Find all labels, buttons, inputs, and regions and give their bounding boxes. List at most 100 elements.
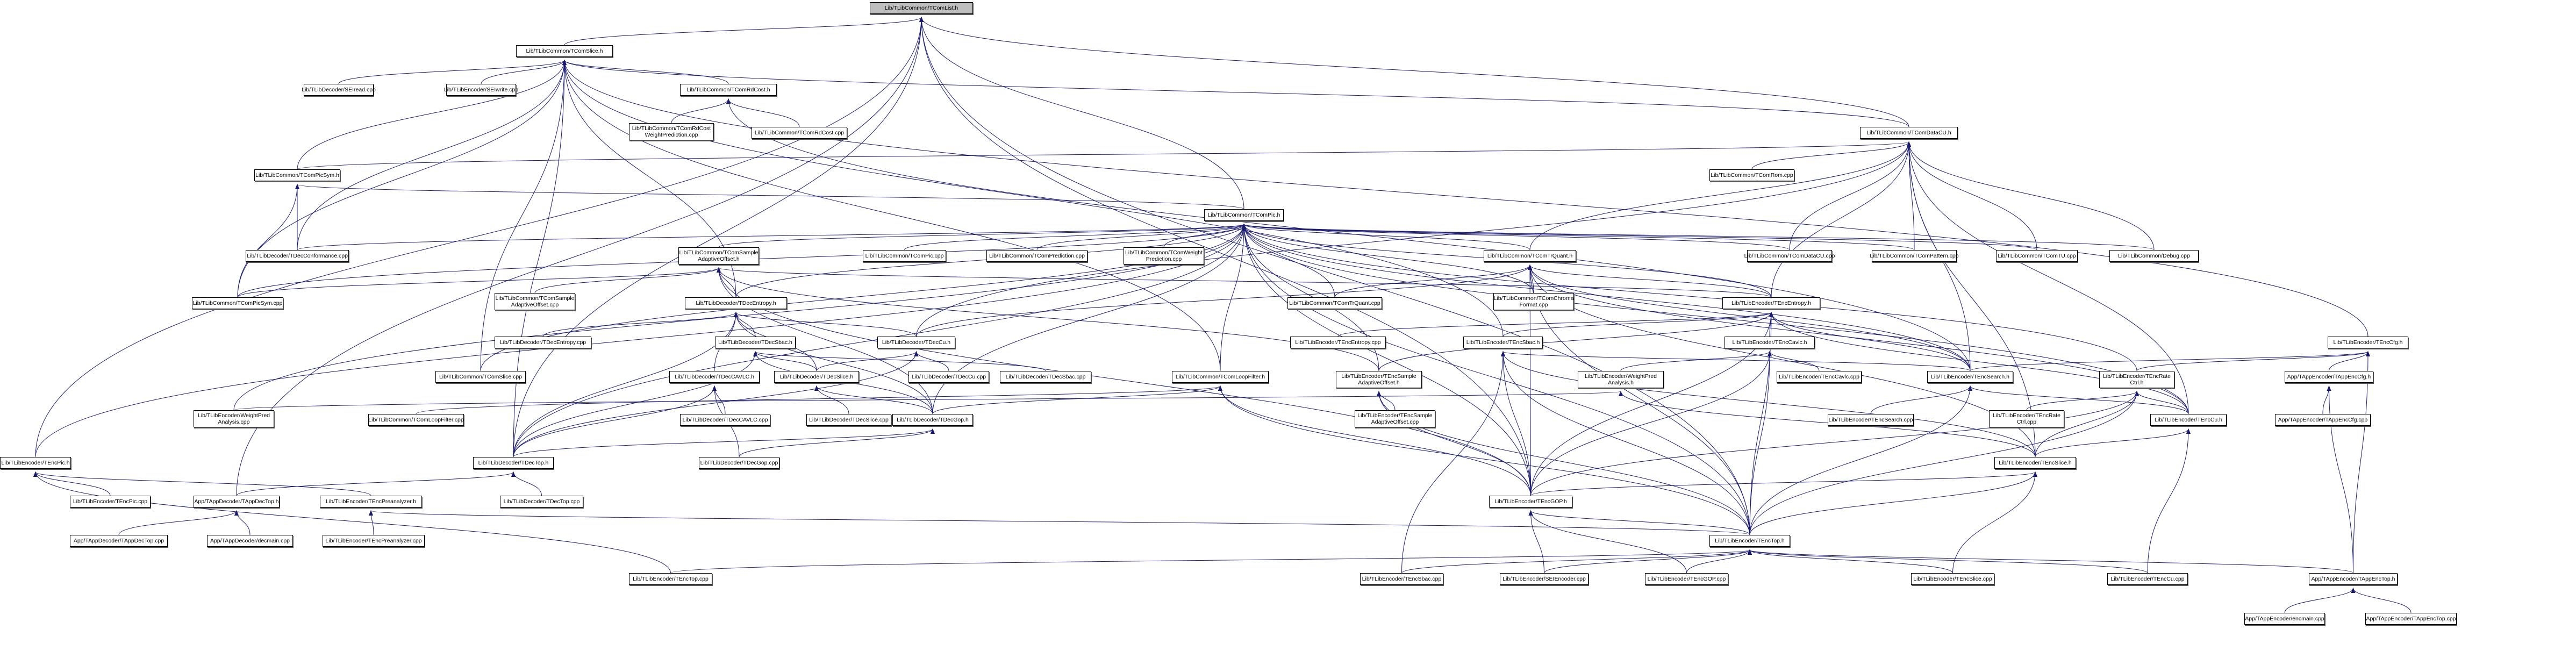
graph-node[interactable]: Lib/TLibCommon/TComPicSym.h [254, 169, 340, 181]
graph-node[interactable]: Lib/TLibEncoder/TEncSample AdaptiveOffse… [1355, 410, 1435, 427]
edge-TEncTop_h-to-TComLoopFilter_h [1218, 385, 1750, 535]
edge-TAppDecTop_h-to-TDecTop_h [236, 471, 516, 496]
graph-node[interactable]: App/TAppDecoder/TAppDecTop.cpp [70, 535, 168, 547]
graph-node[interactable]: Lib/TLibEncoder/SEIEncoder.cpp [1500, 573, 1588, 585]
graph-node[interactable]: Lib/TLibCommon/TComDataCU.cpp [1744, 250, 1835, 262]
graph-node[interactable]: Lib/TLibCommon/TComSlice.h [516, 45, 613, 57]
edge-TEncGOP_cpp-to-TEncGOP_h [1528, 510, 1687, 574]
graph-node[interactable]: Lib/TLibEncoder/TEncSearch.h [1927, 371, 2013, 383]
graph-node[interactable]: Lib/TLibEncoder/TEncSlice.cpp [1911, 573, 1994, 585]
graph-node[interactable]: App/TAppEncoder/TAppEncTop.cpp [2365, 613, 2457, 625]
graph-node[interactable]: Lib/TLibEncoder/TEncCavlc.h [1725, 337, 1815, 348]
graph-node[interactable]: App/TAppEncoder/TAppEncCfg.cpp [2275, 414, 2371, 426]
graph-node[interactable]: Lib/TLibDecoder/TDecEntropy.cpp [495, 337, 591, 348]
edge-TEncCu_h-to-TEncSearch_h [1968, 385, 2189, 414]
graph-node[interactable]: Lib/TLibCommon/TComDataCU.h [1860, 127, 1958, 139]
edge-TEncSlice_cpp-to-TEncSlice_h [1952, 471, 2037, 574]
graph-node[interactable]: Lib/TLibEncoder/TEncSlice.h [1994, 457, 2076, 469]
graph-node[interactable]: Lib/TLibCommon/TComChroma Format.cpp [1493, 293, 1574, 310]
graph-node[interactable]: Lib/TLibCommon/Debug.cpp [2109, 250, 2199, 262]
edge-TEncSlice_cpp-to-TEncTop_h [1748, 549, 1953, 574]
edge-TEncPreanalyzer_h-to-TEncPic_h [33, 471, 371, 496]
graph-node[interactable]: Lib/TLibEncoder/TEncSbac.cpp [1360, 573, 1443, 585]
graph-node[interactable]: Lib/TLibDecoder/TDecCAVLC.cpp [680, 414, 770, 426]
graph-node[interactable]: Lib/TLibEncoder/SEIwrite.cpp [444, 84, 518, 96]
graph-node[interactable]: Lib/TLibEncoder/TEncRate Ctrl.h [2099, 371, 2174, 388]
graph-node[interactable]: Lib/TLibEncoder/TEncCu.cpp [2107, 573, 2188, 585]
graph-node[interactable]: Lib/TLibCommon/TComTU.cpp [1996, 250, 2078, 262]
edge-TComDataCU_cpp-to-TComPic_h [1242, 224, 1790, 251]
graph-node[interactable]: Lib/TLibCommon/TComPic.h [1204, 209, 1284, 221]
graph-node[interactable]: Lib/TLibDecoder/TDecEntropy.h [685, 297, 787, 309]
graph-node[interactable]: Lib/TLibDecoder/TDecCu.cpp [908, 371, 989, 383]
graph-node[interactable]: Lib/TLibDecoder/TDecGop.cpp [699, 457, 779, 469]
graph-node[interactable]: App/TAppEncoder/TAppEncTop.h [2309, 573, 2398, 585]
graph-node[interactable]: Lib/TLibCommon/TComTrQuant.h [1484, 250, 1576, 262]
graph-node[interactable]: Lib/TLibDecoder/TDecSbac.cpp [1000, 371, 1091, 383]
graph-node[interactable]: Lib/TLibCommon/TComLoopFilter.cpp [368, 414, 464, 426]
graph-node[interactable]: Lib/TLibCommon/TComRdCost.h [680, 84, 777, 96]
graph-node[interactable]: Lib/TLibCommon/TComLoopFilter.h [1172, 371, 1269, 383]
graph-node[interactable]: Lib/TLibDecoder/TDecTop.cpp [500, 496, 583, 507]
graph-node[interactable]: App/TAppEncoder/encmain.cpp [2244, 613, 2325, 625]
graph-node[interactable]: Lib/TLibDecoder/TDecGop.h [892, 414, 973, 426]
graph-node[interactable]: Lib/TLibDecoder/TDecTop.h [473, 457, 554, 469]
graph-node[interactable]: Lib/TLibCommon/TComPicSym.cpp [192, 297, 283, 309]
graph-node[interactable]: Lib/TLibEncoder/TEncSample AdaptiveOffse… [1336, 371, 1422, 388]
graph-node[interactable]: Lib/TLibCommon/TComTrQuant.cpp [1287, 297, 1382, 309]
graph-node[interactable]: Lib/TLibEncoder/TEncRate Ctrl.cpp [1989, 410, 2064, 427]
graph-node[interactable]: Lib/TLibCommon/TComPic.cpp [863, 250, 946, 262]
edge-TEncRateCtrl_cpp-to-TEncRateCtrl_h [2026, 391, 2139, 411]
graph-node[interactable]: Lib/TLibEncoder/TEncPic.h [0, 457, 71, 469]
graph-node[interactable]: Lib/TLibCommon/TComPattern.cpp [1870, 250, 1959, 262]
graph-node[interactable]: Lib/TLibEncoder/TEncTop.cpp [629, 573, 712, 585]
graph-node[interactable]: Lib/TLibDecoder/TDecCAVLC.h [669, 371, 760, 383]
edge-TAppDecTop_h-to-TComList_h [236, 17, 924, 496]
graph-node[interactable]: Lib/TLibDecoder/SEIread.cpp [302, 84, 376, 96]
edge-TComPicSym_cpp-to-TComSAO_h [237, 267, 721, 298]
edge-TComDataCU_h-to-TComList_h [919, 17, 1909, 127]
graph-node[interactable]: Lib/TLibEncoder/TEncCavlc.cpp [1777, 371, 1862, 383]
graph-node[interactable]: Lib/TLibDecoder/TDecCu.h [877, 337, 955, 348]
graph-node[interactable]: Lib/TLibEncoder/TEncPreanalyzer.h [320, 496, 422, 507]
graph-node[interactable]: Lib/TLibEncoder/TEncSearch.cpp [1828, 414, 1914, 426]
graph-node[interactable]: Lib/TLibEncoder/TEncEntropy.h [1722, 297, 1820, 309]
graph-node[interactable]: Lib/TLibEncoder/TEncGOP.h [1489, 496, 1572, 507]
graph-node[interactable]: Lib/TLibEncoder/TEncGOP.cpp [1645, 573, 1728, 585]
graph-node[interactable]: Lib/TLibCommon/TComSample AdaptiveOffset… [495, 293, 575, 310]
graph-node[interactable]: Lib/TLibCommon/TComSlice.cpp [435, 371, 526, 383]
graph-node[interactable]: Lib/TLibEncoder/TEncCu.h [2150, 414, 2227, 426]
graph-node[interactable]: Lib/TLibDecoder/TDecSbac.h [715, 337, 796, 348]
graph-node[interactable]: Lib/TLibEncoder/TEncCfg.h [2328, 337, 2408, 348]
graph-node[interactable]: App/TAppEncoder/TAppEncCfg.h [2285, 371, 2373, 383]
edge-TComTU_cpp-to-TComDataCU_h [1907, 141, 2037, 251]
graph-node[interactable]: App/TAppDecoder/TAppDecTop.h [194, 496, 280, 507]
graph-node[interactable]: Lib/TLibDecoder/TDecSlice.cpp [806, 414, 891, 426]
edge-SEIEncoder_cpp-to-TEncGOP_h [1528, 510, 1544, 574]
edge-encmain_cpp-to-TAppEncTop_h [2284, 588, 2356, 613]
graph-node[interactable]: Lib/TLibCommon/TComPrediction.cpp [986, 250, 1087, 262]
graph-node[interactable]: Lib/TLibEncoder/TEncEntropy.cpp [1290, 337, 1386, 348]
graph-node[interactable]: Lib/TLibDecoder/TDecSlice.h [774, 371, 859, 383]
root-node[interactable]: Lib/TLibCommon/TComList.h [870, 2, 973, 14]
graph-node[interactable]: Lib/TLibEncoder/TEncSbac.h [1463, 337, 1543, 348]
edge-TComRdCost_h-to-TComSlice_h [562, 60, 729, 84]
edge-TDecTop_h-to-TComSlice_h [513, 60, 567, 457]
graph-node[interactable]: Lib/TLibEncoder/TEncPic.cpp [70, 496, 151, 507]
edge-TEncTop_h-to-TEncCavlc_h [1749, 351, 1772, 535]
graph-node[interactable]: Lib/TLibEncoder/TEncTop.h [1709, 535, 1790, 547]
graph-node[interactable]: Lib/TLibDecoder/TDecConformance.cpp [246, 250, 349, 262]
graph-node[interactable]: Lib/TLibCommon/TComWeight Prediction.cpp [1124, 247, 1204, 264]
graph-node[interactable]: Lib/TLibEncoder/WeightPred Analysis.h [1578, 371, 1664, 388]
graph-node[interactable]: Lib/TLibCommon/TComRom.cpp [1709, 169, 1794, 181]
graph-node[interactable]: Lib/TLibCommon/TComRdCost.cpp [752, 127, 847, 139]
edge-TEncEntropy_h-to-TComDataCU_h [1771, 141, 1911, 298]
edge-TComSlice_cpp-to-TComPic_h [480, 224, 1246, 371]
edge-TEncTop_h-to-TEncPreanalyzer_h [369, 510, 1750, 535]
graph-node[interactable]: Lib/TLibCommon/TComRdCost WeightPredicti… [629, 123, 714, 140]
graph-node[interactable]: Lib/TLibCommon/TComSample AdaptiveOffset… [678, 247, 759, 264]
edge-TEncCu_cpp-to-TEncCu_h [2147, 428, 2191, 574]
graph-node[interactable]: Lib/TLibEncoder/TEncPreanalyzer.cpp [323, 535, 425, 547]
graph-node[interactable]: Lib/TLibEncoder/WeightPred Analysis.cpp [194, 410, 274, 427]
graph-node[interactable]: App/TAppDecoder/decmain.cpp [207, 535, 293, 547]
